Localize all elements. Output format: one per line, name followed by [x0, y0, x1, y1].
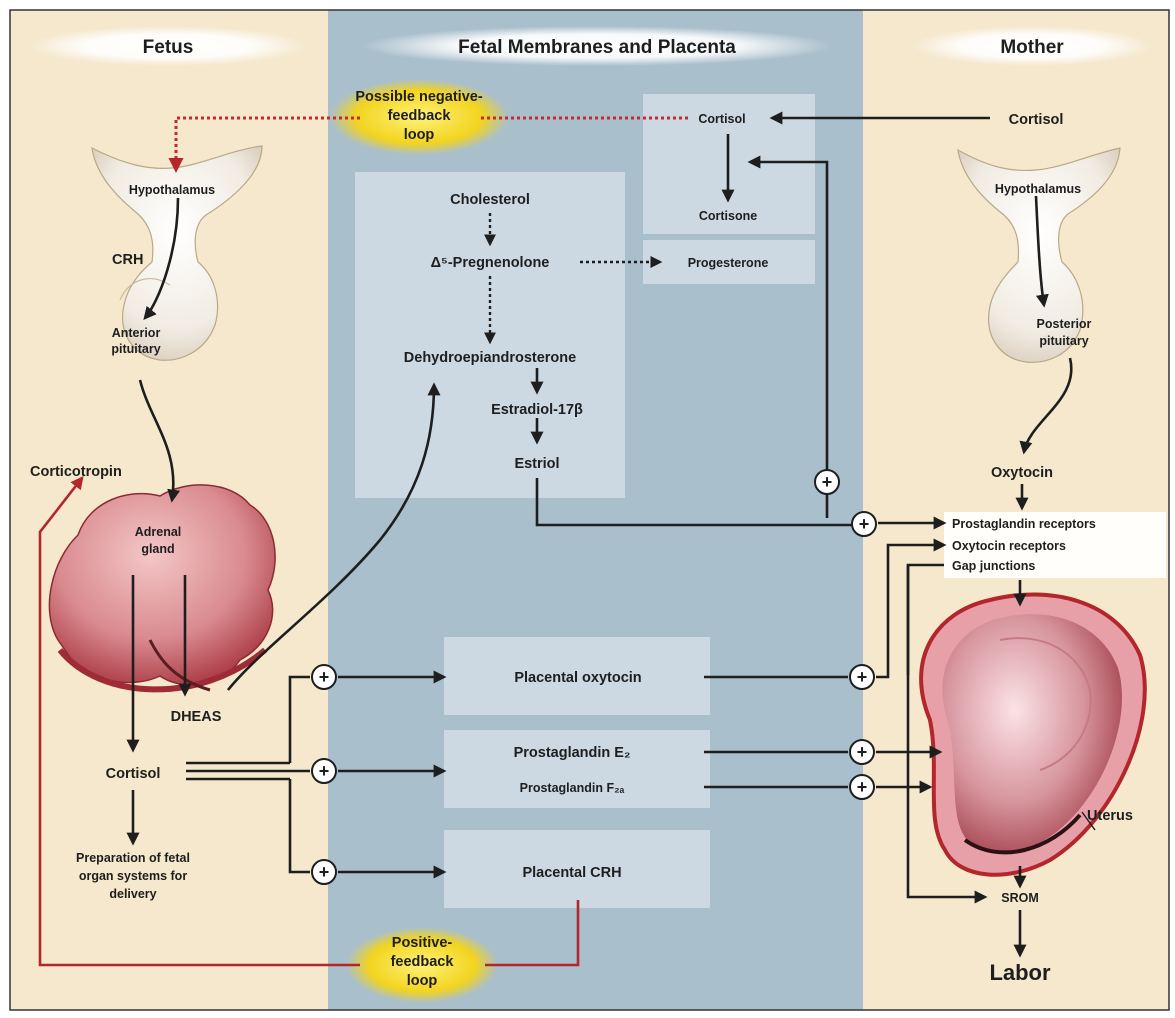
- pregnenolone-label: Δ⁵-Pregnenolone: [431, 255, 550, 271]
- svg-text:delivery: delivery: [109, 887, 156, 901]
- svg-text:feedback: feedback: [391, 954, 455, 970]
- svg-text:Possible negative-: Possible negative-: [355, 89, 482, 105]
- svg-text:loop: loop: [407, 973, 438, 989]
- svg-text:+: +: [319, 862, 330, 882]
- svg-text:loop: loop: [404, 127, 435, 143]
- placental-oxytocin-label: Placental oxytocin: [514, 670, 641, 686]
- svg-text:Positive-: Positive-: [392, 935, 453, 951]
- plus-circle: +: [850, 775, 874, 799]
- svg-text:Adrenal: Adrenal: [135, 525, 182, 539]
- svg-text:gland: gland: [141, 542, 174, 556]
- progesterone-label: Progesterone: [688, 256, 769, 270]
- maternal-hypothalamus-label: Hypothalamus: [995, 182, 1081, 196]
- maternal-cortisol-label: Cortisol: [1009, 112, 1064, 128]
- svg-text:+: +: [319, 667, 330, 687]
- plus-circle: +: [815, 470, 839, 494]
- placental-cortisol-label: Cortisol: [698, 112, 745, 126]
- svg-text:pituitary: pituitary: [111, 342, 160, 356]
- svg-text:+: +: [857, 742, 868, 762]
- plus-circle: +: [850, 665, 874, 689]
- uterus-label: Uterus: [1087, 808, 1133, 824]
- cortisone-label: Cortisone: [699, 209, 757, 223]
- dheas-label: DHEAS: [171, 709, 222, 725]
- svg-text:Posterior: Posterior: [1037, 317, 1092, 331]
- svg-text:Anterior: Anterior: [112, 326, 161, 340]
- fetus-header: Fetus: [143, 37, 194, 58]
- svg-text:Oxytocin receptors: Oxytocin receptors: [952, 539, 1066, 553]
- labor-label: Labor: [989, 960, 1051, 985]
- cholesterol-label: Cholesterol: [450, 192, 530, 208]
- srom-label: SROM: [1001, 891, 1039, 905]
- fetal-crh-label: CRH: [112, 252, 143, 268]
- svg-text:+: +: [859, 514, 870, 534]
- svg-text:+: +: [822, 472, 833, 492]
- maternal-oxytocin-label: Oxytocin: [991, 465, 1053, 481]
- membranes-header: Fetal Membranes and Placenta: [458, 37, 736, 58]
- plus-circle: +: [312, 665, 336, 689]
- svg-text:+: +: [857, 667, 868, 687]
- pge2-label: Prostaglandin E₂: [514, 745, 631, 761]
- svg-text:+: +: [857, 777, 868, 797]
- estriol-label: Estriol: [514, 456, 559, 472]
- placental-crh-label: Placental CRH: [522, 865, 621, 881]
- plus-circle: +: [312, 860, 336, 884]
- svg-text:+: +: [319, 761, 330, 781]
- pgf2a-label: Prostaglandin F₂ₐ: [520, 781, 625, 795]
- svg-text:pituitary: pituitary: [1039, 334, 1088, 348]
- prostaglandin-box: [444, 730, 710, 808]
- dhea-label: Dehydroepiandrosterone: [404, 350, 576, 366]
- plus-circle: +: [850, 740, 874, 764]
- svg-text:Prostaglandin receptors: Prostaglandin receptors: [952, 517, 1096, 531]
- svg-text:feedback: feedback: [388, 108, 452, 124]
- corticotropin-label: Corticotropin: [30, 464, 122, 480]
- plus-circle: +: [312, 759, 336, 783]
- svg-text:Gap junctions: Gap junctions: [952, 559, 1035, 573]
- plus-circle: +: [852, 512, 876, 536]
- estradiol-label: Estradiol-17β: [491, 402, 583, 418]
- svg-text:Preparation of fetal: Preparation of fetal: [76, 851, 190, 865]
- mother-header: Mother: [1000, 37, 1064, 58]
- fetal-cortisol-label: Cortisol: [106, 766, 161, 782]
- svg-text:organ systems for: organ systems for: [79, 869, 188, 883]
- fetal-hypothalamus-label: Hypothalamus: [129, 183, 215, 197]
